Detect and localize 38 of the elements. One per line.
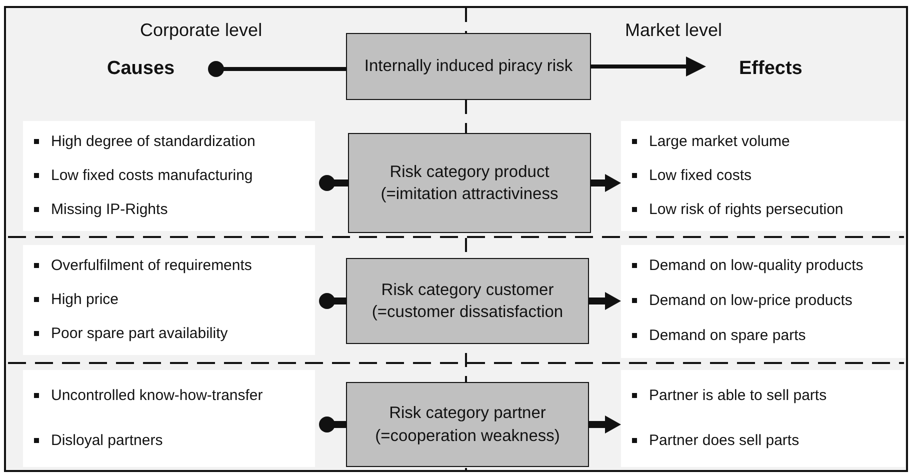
- bullet-item: Low fixed costs: [631, 166, 881, 186]
- bullet-item: Missing IP-Rights: [33, 200, 283, 220]
- bullet-item: Overfulfilment of requirements: [33, 256, 283, 276]
- risk-box: Internally induced piracy risk: [346, 33, 591, 100]
- bullet-item: Large market volume: [631, 132, 881, 152]
- connector: [319, 416, 346, 432]
- risk-box: Risk category partner (=cooperation weakness): [346, 382, 589, 467]
- bullet-item: Disloyal partners: [33, 430, 283, 451]
- bullet-item: Poor spare part availability: [33, 324, 283, 344]
- list-panel: [23, 121, 315, 231]
- arrow: [591, 56, 706, 76]
- list-panel: [621, 245, 905, 358]
- bullet-item: High degree of standardization: [33, 132, 283, 152]
- risk-box: Risk category customer (=customer dissatisfaction: [346, 258, 589, 344]
- bullet-item: Demand on spare parts: [631, 326, 881, 347]
- bullet-item: Demand on low-quality products: [631, 256, 881, 277]
- heading-text: Causes: [100, 50, 216, 88]
- arrow: [589, 292, 621, 310]
- list-panel: [621, 370, 905, 467]
- bullet-item: Demand on low-price products: [631, 291, 881, 312]
- bullet-item: High price: [33, 290, 283, 310]
- level-label: Market level: [625, 20, 722, 41]
- connector: [319, 175, 348, 191]
- heading-text: Effects: [706, 50, 816, 88]
- list-panel: [23, 370, 315, 467]
- bullet-item: Uncontrolled know-how-transfer: [33, 386, 283, 406]
- list-panel: [23, 245, 315, 355]
- risk-box: Risk category product (=imitation attractiviness: [348, 133, 591, 233]
- arrow: [589, 416, 621, 434]
- level-label: Corporate level: [140, 20, 262, 41]
- arrow: [591, 174, 621, 192]
- bullet-item: Partner does sell parts: [631, 430, 881, 451]
- bullet-item: Low risk of rights persecution: [631, 200, 881, 220]
- connector: [208, 61, 346, 77]
- connector: [319, 293, 346, 309]
- list-panel: [621, 121, 905, 231]
- bullet-item: Partner is able to sell parts: [631, 386, 881, 406]
- bullet-item: Low fixed costs manufacturing: [33, 166, 283, 186]
